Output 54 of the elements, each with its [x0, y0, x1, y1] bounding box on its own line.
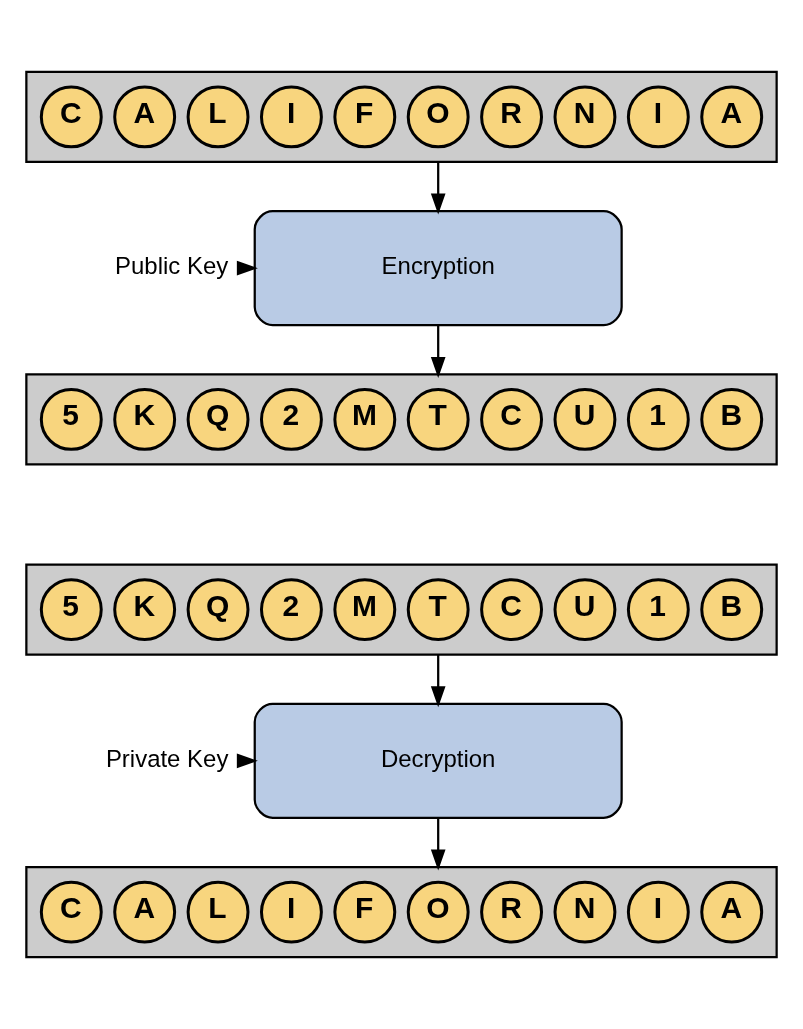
- node-circle: U: [553, 578, 617, 642]
- node-circle: C: [480, 578, 543, 642]
- node-text: Public Key: [115, 251, 229, 279]
- node-circle: 5: [39, 387, 103, 451]
- node-circle: B: [700, 578, 764, 642]
- node-box: Encryption: [253, 210, 623, 327]
- node-circle: L: [186, 880, 250, 944]
- node-circle: U: [553, 387, 617, 451]
- node-circle: Q: [186, 578, 250, 642]
- node-circle: I: [260, 880, 323, 944]
- cluster: [25, 866, 778, 959]
- arrow: [430, 325, 446, 378]
- node-circle: 5: [39, 578, 103, 642]
- arrow: [430, 161, 446, 215]
- arrow: [430, 818, 446, 871]
- arrow: [236, 753, 258, 769]
- node-circle: A: [113, 880, 177, 944]
- node-circle: A: [700, 85, 764, 149]
- cluster: [25, 373, 778, 466]
- node-circle: C: [480, 387, 543, 451]
- node-circle: I: [626, 85, 690, 149]
- node-circle: F: [333, 880, 397, 944]
- arrow: [430, 654, 446, 708]
- node-circle: 2: [260, 387, 323, 451]
- node-circle: A: [113, 85, 177, 149]
- node-circle: K: [113, 578, 177, 642]
- cluster: [25, 563, 778, 656]
- node-circle: A: [700, 880, 764, 944]
- node-circle: C: [39, 880, 103, 944]
- node-circle: 2: [260, 578, 323, 642]
- node-circle: 1: [626, 387, 690, 451]
- node-circle: B: [700, 387, 764, 451]
- node-box: Decryption: [253, 702, 623, 819]
- node-circle: R: [480, 85, 543, 149]
- node-circle: R: [480, 880, 543, 944]
- node-circle: N: [553, 85, 617, 149]
- node-circle: T: [406, 387, 470, 451]
- node-circle: T: [406, 578, 470, 642]
- arrow: [236, 260, 258, 276]
- node-circle: M: [333, 578, 397, 642]
- node-circle: M: [333, 387, 397, 451]
- node-circle: Q: [186, 387, 250, 451]
- node-circle: O: [406, 85, 470, 149]
- node-circle: I: [260, 85, 323, 149]
- node-circle: F: [333, 85, 397, 149]
- node-circle: 1: [626, 578, 690, 642]
- node-text: Private Key: [105, 744, 229, 772]
- cluster: [25, 70, 778, 163]
- node-circle: O: [406, 880, 470, 944]
- node-circle: K: [113, 387, 177, 451]
- node-circle: C: [39, 85, 103, 149]
- node-circle: I: [626, 880, 690, 944]
- node-circle: L: [186, 85, 250, 149]
- node-circle: N: [553, 880, 617, 944]
